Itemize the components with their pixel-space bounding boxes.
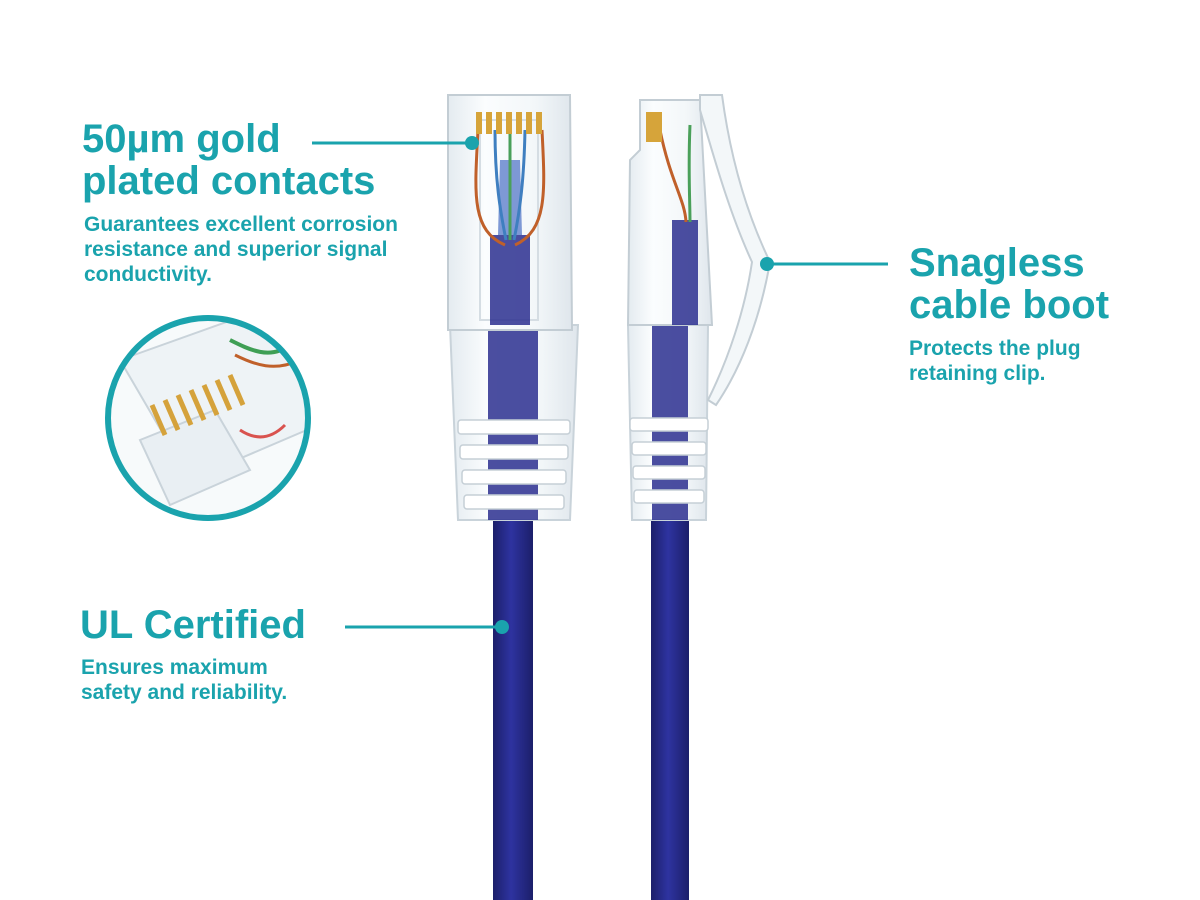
callout-title-boot: Snagless cable boot [909,241,1110,327]
callout-dot-ul [495,620,509,634]
connector-front-view [447,94,580,900]
latch-clip [699,94,772,407]
plug-right [626,99,714,326]
contacts-zoom-view [105,315,311,521]
callout-dot-boot [760,257,774,271]
callout-line-ul [345,620,509,634]
callout-desc-contacts: Guarantees excellent corrosion resistanc… [84,213,398,287]
callout-desc-ul: Ensures maximum safety and reliability. [81,656,288,705]
connector-side-view [626,94,772,900]
cable-right [651,520,689,900]
callout-desc-boot: Protects the plug retaining clip. [909,337,1081,386]
callout-line-contacts [312,136,479,150]
callout-dot-contacts [465,136,479,150]
callout-line-boot [760,257,888,271]
callout-title-contacts: 50µm gold plated contacts [82,117,376,203]
cable-left [493,520,533,900]
callout-title-ul: UL Certified [80,603,306,647]
